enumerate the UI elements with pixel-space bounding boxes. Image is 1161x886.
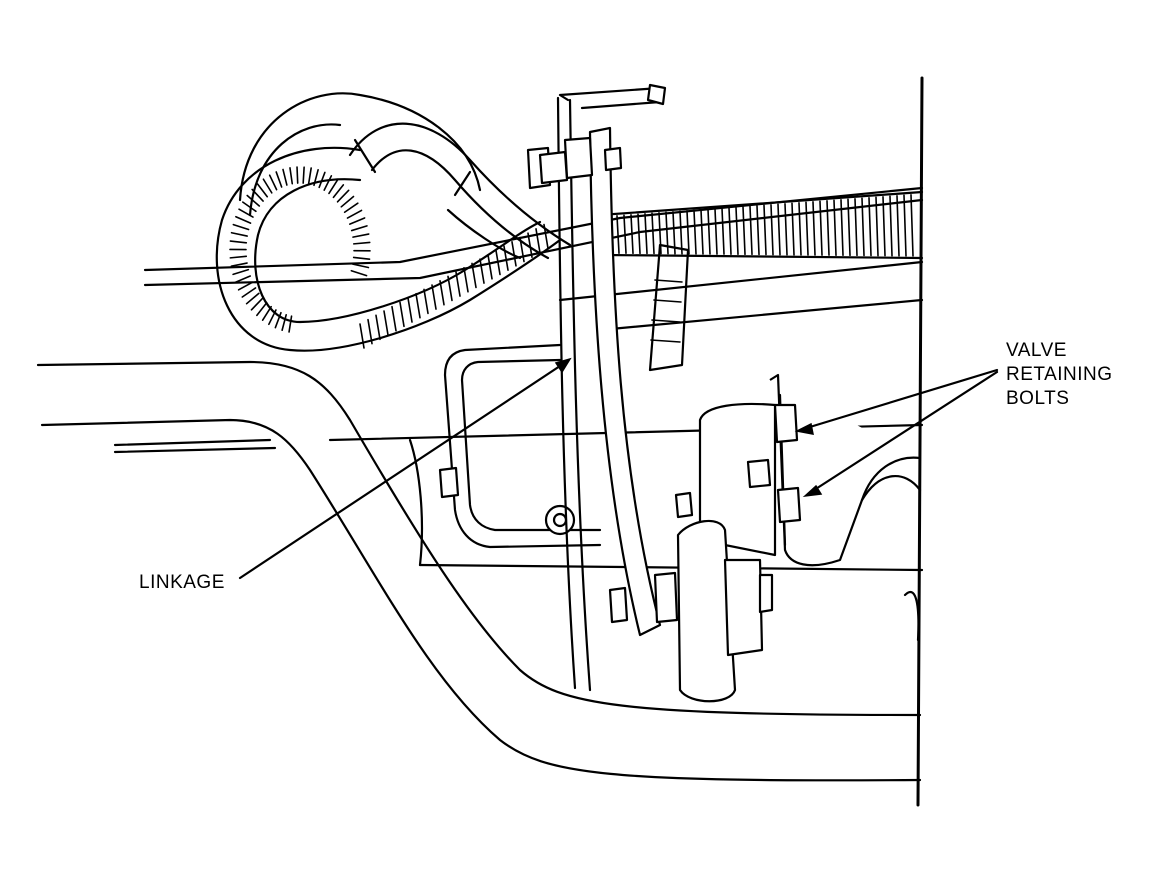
corrugated-harness — [600, 192, 922, 258]
valve-label-line-2: RETAINING — [1006, 364, 1113, 386]
valve-label-line-1: VALVE — [1006, 340, 1067, 362]
hanging-strap — [650, 245, 688, 370]
linkage-label: LINKAGE — [139, 572, 225, 594]
linkage-callout — [240, 359, 570, 578]
coiled-hose — [217, 148, 560, 351]
linkage-bars — [528, 98, 660, 690]
wheel-outline — [240, 93, 480, 215]
valve-assembly — [610, 375, 920, 701]
valve-label-line-3: BOLTS — [1006, 388, 1069, 410]
linkage-top-rod — [560, 85, 665, 108]
